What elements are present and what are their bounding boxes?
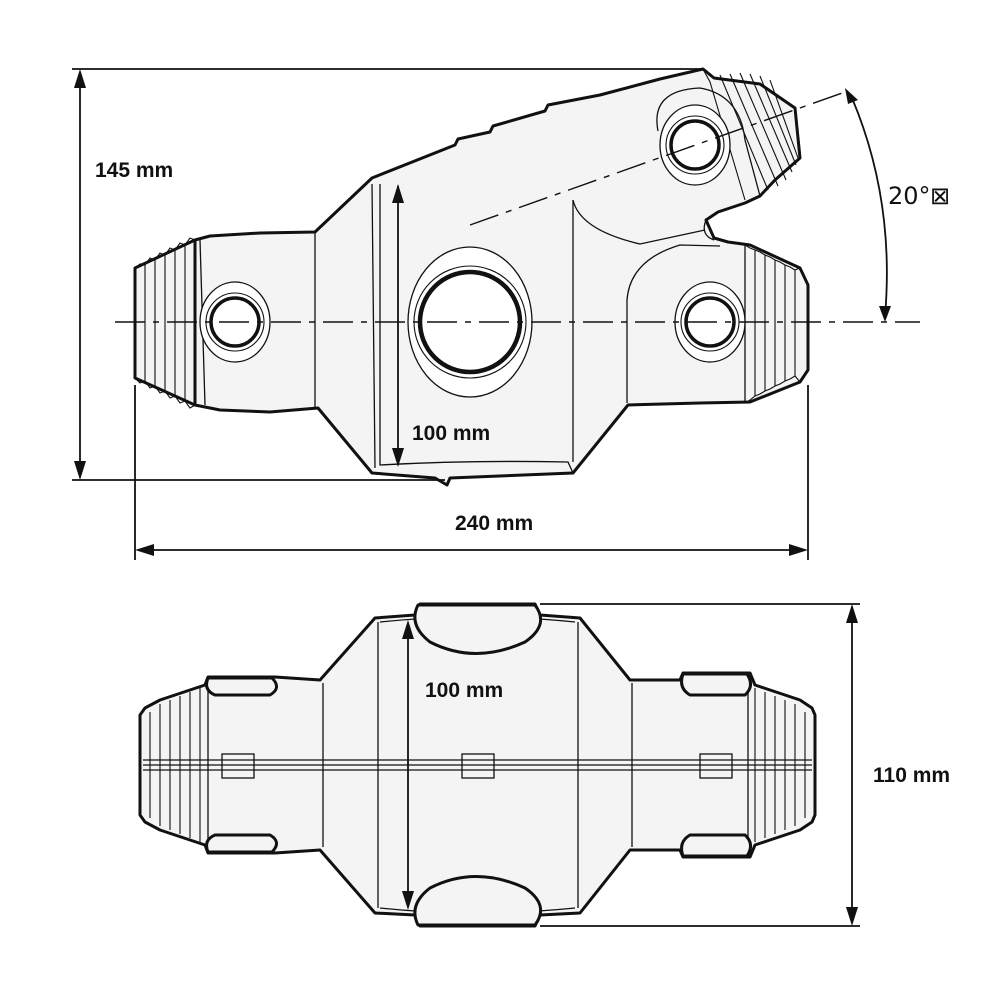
left-ribbed-port xyxy=(133,237,197,409)
hole-angled xyxy=(659,104,731,186)
width-total-label: 240 mm xyxy=(455,512,533,535)
top-view: 20° ⊠ 145 mm 100 mm 240 mm xyxy=(72,67,950,560)
angle-label-suffix-icon: ⊠ xyxy=(930,182,950,210)
angle-arc xyxy=(851,97,888,317)
height-total-label: 145 mm xyxy=(95,159,173,182)
right-ribbed-port xyxy=(744,244,801,404)
bottom-view: 100 mm 110 mm xyxy=(138,602,950,928)
bottom-body-label: 100 mm xyxy=(425,679,503,702)
height-body-label: 100 mm xyxy=(412,422,490,445)
angled-centerline xyxy=(469,91,846,226)
angled-ribbed-port xyxy=(702,68,799,201)
boss-top-center xyxy=(413,603,543,655)
boss-bottom-center xyxy=(413,875,543,927)
bottom-width-label: 110 mm xyxy=(873,764,950,787)
angle-label: 20° xyxy=(888,182,931,210)
